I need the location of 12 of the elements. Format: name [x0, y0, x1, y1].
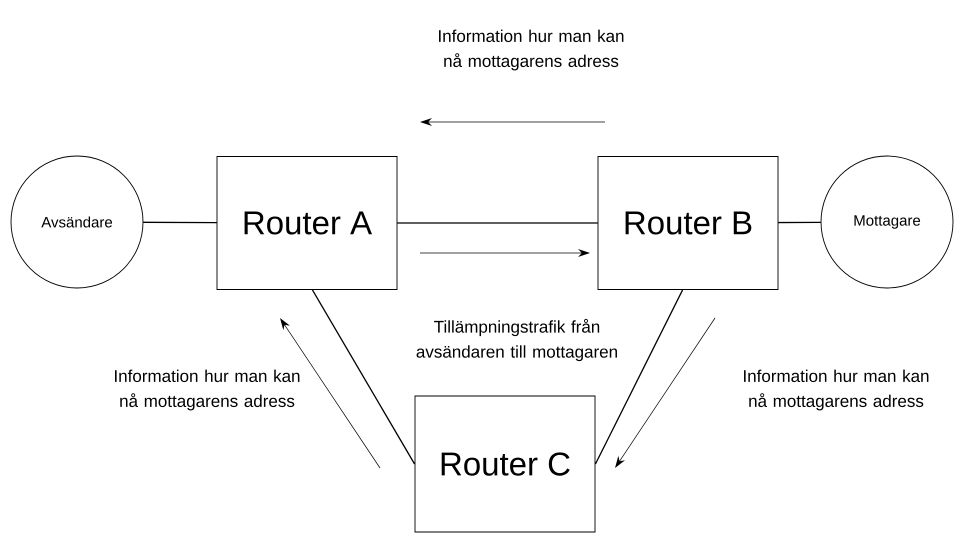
connection-line [312, 290, 416, 464]
flow-label: Information hur man kan nå mottagarens adress [744, 370, 928, 410]
flow-label: Information hur man kan nå mottagarens adress [439, 30, 624, 70]
connection-line [397, 222, 598, 224]
router-box: Router A [216, 156, 398, 290]
flow-label: Information hur man kan nå mottagarens adress [115, 370, 300, 410]
router-box: Router C [414, 396, 596, 532]
router-box: Router B [598, 156, 778, 290]
flow-label: Tillämpningstrafik från avsändaren till mottagaren [416, 318, 617, 362]
connection-line [778, 222, 821, 224]
connection-line [594, 290, 684, 464]
connection-line [143, 222, 217, 224]
